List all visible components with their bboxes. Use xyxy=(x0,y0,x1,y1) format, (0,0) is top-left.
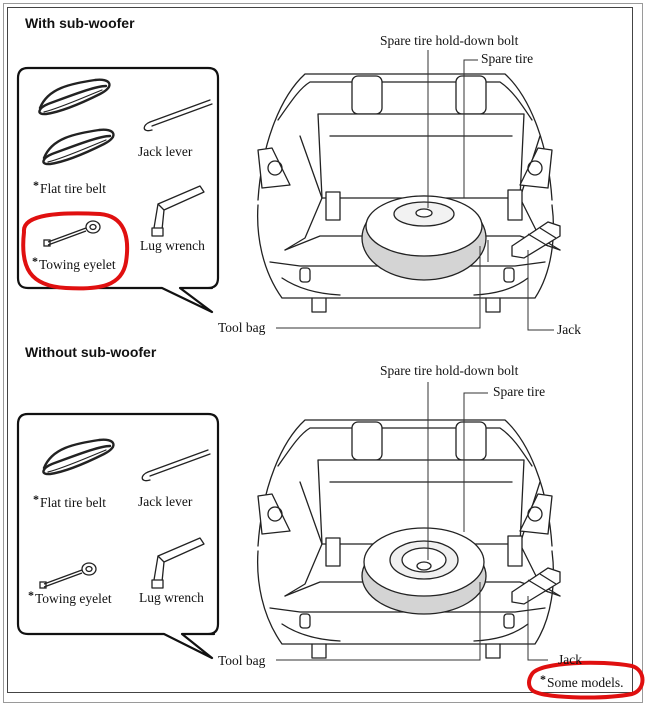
outer-frame xyxy=(3,3,643,703)
jack-lever-label: Jack lever xyxy=(138,494,193,509)
spare-tire-callout: Spare tire xyxy=(481,51,534,66)
lug-wrench-label: Lug wrench xyxy=(139,590,204,605)
lug-wrench-label: Lug wrench xyxy=(140,238,205,253)
tool-bag-callout: Tool bag xyxy=(218,653,266,668)
towing-eyelet-label: *Towing eyelet xyxy=(32,254,116,272)
flat-tire-belt-label: *Flat tire belt xyxy=(33,178,106,196)
spare-tire-callout: Spare tire xyxy=(493,384,546,399)
jack-lever-label: Jack lever xyxy=(138,144,193,159)
footnote-some-models: *Some models. xyxy=(538,672,626,690)
towing-eyelet-label: *Towing eyelet xyxy=(28,588,112,606)
section-title-without-subwoofer: Without sub-woofer xyxy=(25,344,157,360)
inner-frame xyxy=(7,7,633,693)
hold-down-bolt-callout: Spare tire hold-down bolt xyxy=(380,363,519,378)
tool-bag-callout: Tool bag xyxy=(218,320,266,335)
hold-down-bolt-callout: Spare tire hold-down bolt xyxy=(380,33,519,48)
jack-callout: Jack xyxy=(557,322,581,337)
jack-callout: Jack xyxy=(558,652,582,667)
flat-tire-belt-label: *Flat tire belt xyxy=(33,492,106,510)
section-title-with-subwoofer: With sub-woofer xyxy=(25,15,135,31)
